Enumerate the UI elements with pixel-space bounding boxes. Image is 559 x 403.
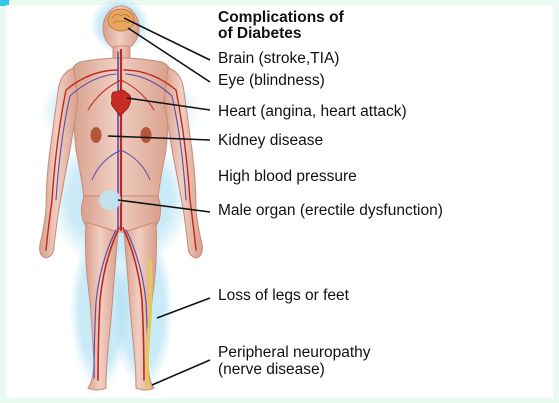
label-heart: Heart (angina, heart attack) (218, 103, 407, 121)
label-kidney: Kidney disease (218, 132, 323, 150)
label-eye: Eye (blindness) (218, 72, 325, 90)
label-peripheral-neuropathy: Peripheral neuropathy (218, 344, 371, 362)
label-brain: Brain (stroke,TIA) (218, 50, 339, 68)
label-high-blood-pressure: High blood pressure (218, 168, 357, 186)
label-male-organ: Male organ (erectile dysfunction) (218, 202, 443, 220)
brain-shape (108, 9, 134, 31)
pelvic-organ-shape (99, 190, 121, 210)
kidney-left-shape (91, 127, 102, 143)
diagram-title-line2: of Diabetes (218, 26, 302, 42)
label-loss-of-legs: Loss of legs or feet (218, 287, 349, 305)
kidney-right-shape (141, 127, 152, 143)
label-nerve-disease: (nerve disease) (218, 361, 325, 379)
diagram-title-line1: Complications of (218, 10, 344, 26)
